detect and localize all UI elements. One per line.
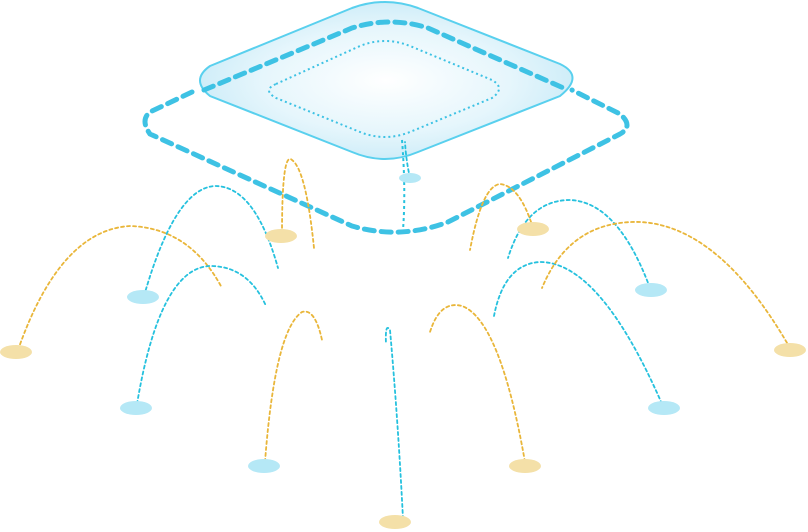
link-4 xyxy=(136,265,267,405)
link-8 xyxy=(493,261,663,405)
access-point-inner-dotted xyxy=(268,40,500,138)
endpoint-4 xyxy=(265,229,297,243)
endpoint-10 xyxy=(517,222,549,236)
endpoint-2 xyxy=(127,290,159,304)
endpoint-3 xyxy=(120,401,152,415)
access-point-body xyxy=(199,1,574,160)
link-12 xyxy=(541,221,791,349)
coverage-ring-outer xyxy=(142,87,630,235)
endpoint-11 xyxy=(774,343,806,357)
endpoints-group xyxy=(0,173,806,529)
link-7 xyxy=(429,304,526,463)
link-5 xyxy=(384,326,404,520)
links-group xyxy=(17,141,791,520)
link-10 xyxy=(469,183,534,251)
link-3 xyxy=(281,158,315,249)
access-point-rim-dashed xyxy=(201,19,571,93)
link-center-drop xyxy=(401,139,406,231)
endpoint-1 xyxy=(0,345,32,359)
link-2 xyxy=(143,185,279,297)
endpoint-7 xyxy=(399,173,421,183)
endpoint-12 xyxy=(635,283,667,297)
link-9 xyxy=(507,199,651,289)
endpoint-8 xyxy=(509,459,541,473)
endpoint-5 xyxy=(248,459,280,473)
endpoint-6 xyxy=(379,515,411,529)
link-6 xyxy=(264,310,323,463)
link-1 xyxy=(17,225,223,351)
access-point-icon xyxy=(199,1,574,160)
endpoint-9 xyxy=(648,401,680,415)
